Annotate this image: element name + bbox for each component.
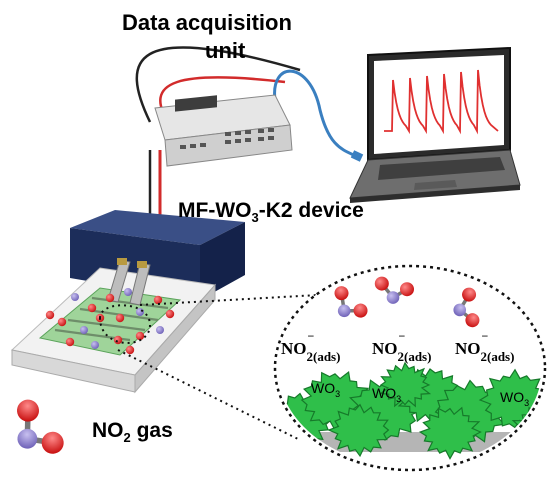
nitrogen-atom: [156, 326, 164, 334]
adsorbed-label-2: NO−2(ads): [372, 329, 432, 365]
wo3-label-3: WO3: [500, 389, 530, 408]
wo3-label-1: WO3: [311, 380, 341, 399]
nitrogen-atom: [17, 428, 38, 449]
sensor-no2-molecules: [45, 288, 175, 355]
nitrogen-atom: [453, 303, 467, 317]
wo3-grain: [418, 406, 482, 460]
daq-label-line2: unit: [205, 38, 246, 63]
oxygen-atom: [374, 276, 389, 291]
nitrogen-atom: [124, 288, 132, 296]
sensor-substrate: [10, 258, 216, 394]
laptop: [349, 46, 521, 203]
oxygen-atom: [165, 309, 175, 319]
instrument-display: [175, 95, 217, 112]
oxygen-atom: [105, 293, 115, 303]
oxygen-atom: [113, 335, 123, 345]
no2-molecule: [334, 286, 368, 318]
no2-molecule: [453, 287, 480, 328]
oxygen-atom: [17, 399, 40, 422]
oxygen-atom: [45, 310, 55, 320]
device-label: MF-WO3-K2 device: [178, 199, 364, 226]
oxygen-atom: [125, 345, 135, 355]
wo3-grain: [378, 361, 432, 408]
zoom-connector-lines: [98, 294, 319, 441]
adsorbed-label-1: NO−2(ads): [281, 329, 341, 365]
oxygen-atom: [400, 282, 414, 297]
nitrogen-atom: [386, 291, 400, 304]
daq-label-line1: Data acquisition: [122, 10, 292, 35]
nitrogen-atom: [80, 326, 88, 334]
nitrogen-atom: [71, 293, 79, 301]
oxygen-atom: [334, 286, 349, 301]
nitrogen-atom: [91, 341, 99, 349]
response-curve: [384, 69, 499, 135]
wo3-grain: [327, 403, 390, 458]
no2-molecule-icon: [17, 399, 64, 454]
oxygen-atom: [115, 313, 125, 323]
oxygen-atom: [57, 317, 67, 327]
oxygen-atom: [41, 431, 64, 454]
data-acquisition-unit: [154, 94, 293, 167]
oxygen-atom: [65, 337, 75, 347]
no2-molecule: [17, 399, 64, 454]
wo3-label-2: WO3: [372, 385, 402, 404]
gas-label: NO2 gas: [92, 419, 173, 446]
nitrogen-atom: [337, 304, 351, 318]
laptop-screen: [374, 55, 504, 154]
oxygen-atom: [87, 303, 97, 313]
oxygen-atom: [153, 295, 163, 305]
oxygen-atom: [462, 287, 477, 302]
oxygen-atom: [135, 331, 145, 341]
inset-no2-molecules: [334, 276, 480, 328]
oxygen-atom: [353, 303, 368, 318]
zoom-inset: [273, 264, 547, 472]
oxygen-atom: [465, 313, 480, 328]
adsorbed-label-3: NO−2(ads): [455, 329, 515, 365]
no2-molecule: [374, 276, 414, 304]
